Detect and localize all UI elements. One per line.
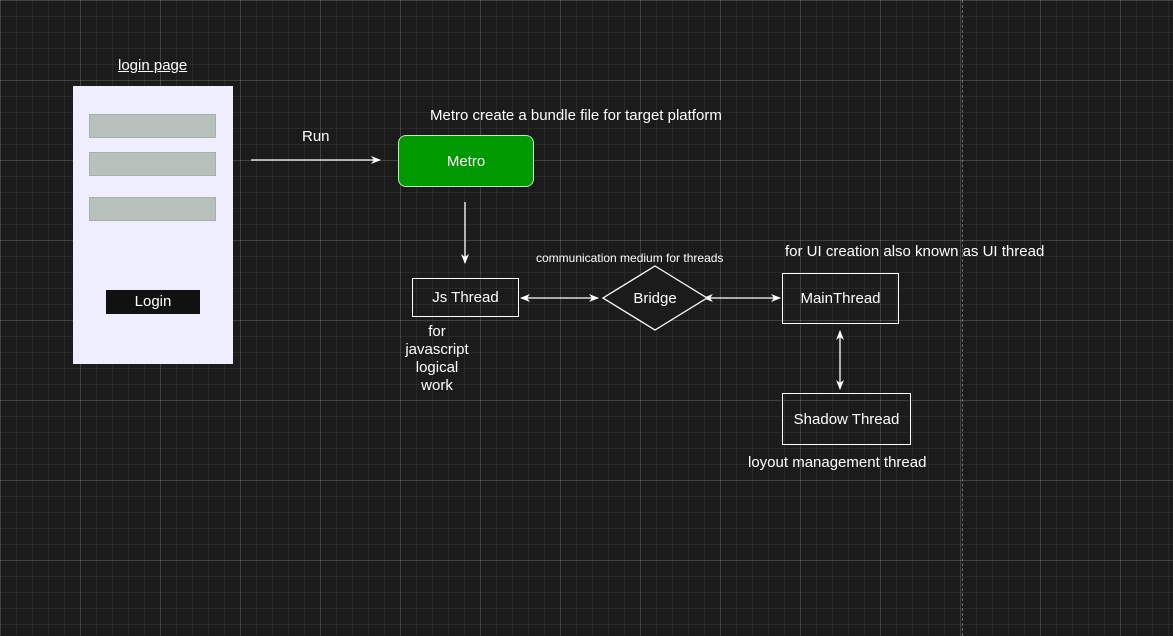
bridge-diamond[interactable] — [601, 265, 709, 331]
login-page-title: login page — [118, 57, 188, 74]
js-thread-caption: for javascript logical work — [397, 323, 477, 395]
js-caption-line: javascript — [405, 341, 469, 358]
shadow-thread-node[interactable]: Shadow Thread — [782, 393, 911, 445]
js-caption-line: work — [421, 377, 453, 394]
bridge-label: Bridge — [633, 289, 677, 307]
js-caption-line: logical — [415, 359, 459, 376]
metro-caption: Metro create a bundle file for target pl… — [430, 107, 722, 124]
js-caption-line: for — [428, 323, 446, 340]
password-field[interactable] — [89, 152, 216, 176]
username-field[interactable] — [89, 114, 216, 138]
run-label: Run — [302, 128, 330, 145]
page-boundary-line — [962, 0, 963, 636]
bridge-caption: communication medium for threads — [536, 251, 724, 265]
login-button[interactable]: Login — [106, 290, 200, 314]
extra-field[interactable] — [89, 197, 216, 221]
js-thread-node[interactable]: Js Thread — [412, 278, 519, 317]
metro-node[interactable]: Metro — [398, 135, 534, 187]
main-thread-caption: for UI creation also known as UI thread — [785, 243, 1045, 260]
login-page-mockup[interactable]: Login — [73, 86, 233, 364]
main-thread-node[interactable]: MainThread — [782, 273, 899, 324]
shadow-thread-caption: loyout management thread — [748, 454, 927, 471]
